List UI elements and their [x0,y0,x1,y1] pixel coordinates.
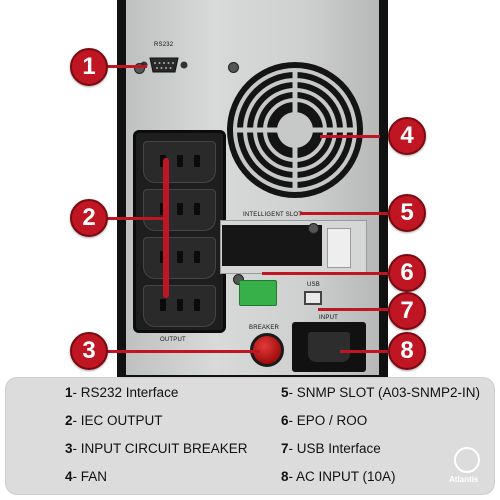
legend-item-7: 7- USB Interface [281,441,381,456]
callout-leader [300,212,390,215]
slot-connector [327,228,351,268]
callout-leader [102,350,260,353]
ac-input-inner [308,332,350,362]
brand-name: Atlantis [449,475,479,484]
iec-outlet [143,285,216,327]
callout-leader [340,350,390,353]
callout-badge-6: 6 [388,254,426,292]
breaker-label: BREAKER [249,325,280,331]
iec-outlet [143,141,216,183]
legend-item-8: 8- AC INPUT (10A) [281,469,396,484]
callout-leader [262,272,390,275]
legend-item-3: 3- INPUT CIRCUIT BREAKER [65,441,248,456]
callout-badge-4: 4 [388,117,426,155]
callout-badge-1: 1 [70,48,108,86]
callout-leader [320,135,380,138]
iec-outlet [143,237,216,279]
rs232-label: RS232 [154,42,174,48]
epo-connector [239,280,277,306]
fan-grille [227,62,363,198]
callout-badge-2: 2 [70,199,108,237]
callout-leader [102,217,164,220]
legend-item-1: 1- RS232 Interface [65,385,179,400]
callout-leader [102,65,147,68]
callout-badge-3: 3 [70,332,108,370]
output-indicator-line [163,158,169,298]
atlantis-logo-icon [454,447,480,473]
input-label: INPUT [319,315,338,321]
output-label: OUTPUT [160,337,186,343]
usb-label: USB [307,282,320,288]
slot-label: INTELLIGENT SLOT [243,212,303,218]
iec-output-block [133,130,226,333]
screw-icon [228,62,239,73]
usb-port [304,291,322,305]
legend-item-4: 4- FAN [65,469,108,484]
screw-icon [233,274,244,285]
legend-item-2: 2- IEC OUTPUT [65,413,163,428]
legend-item-6: 6- EPO / ROO [281,413,368,428]
legend-item-5: 5- SNMP SLOT (A03-SNMP2-IN) [281,385,481,400]
iec-outlet [143,189,216,231]
rs232-port [140,57,188,73]
ac-input-socket [292,322,366,372]
legend-box [5,377,495,495]
callout-badge-5: 5 [388,194,426,232]
screw-icon [308,223,319,234]
callout-leader [318,308,390,311]
callout-badge-8: 8 [388,332,426,370]
callout-badge-7: 7 [388,292,426,330]
slot-cover [222,225,322,266]
screw-icon [134,63,145,74]
